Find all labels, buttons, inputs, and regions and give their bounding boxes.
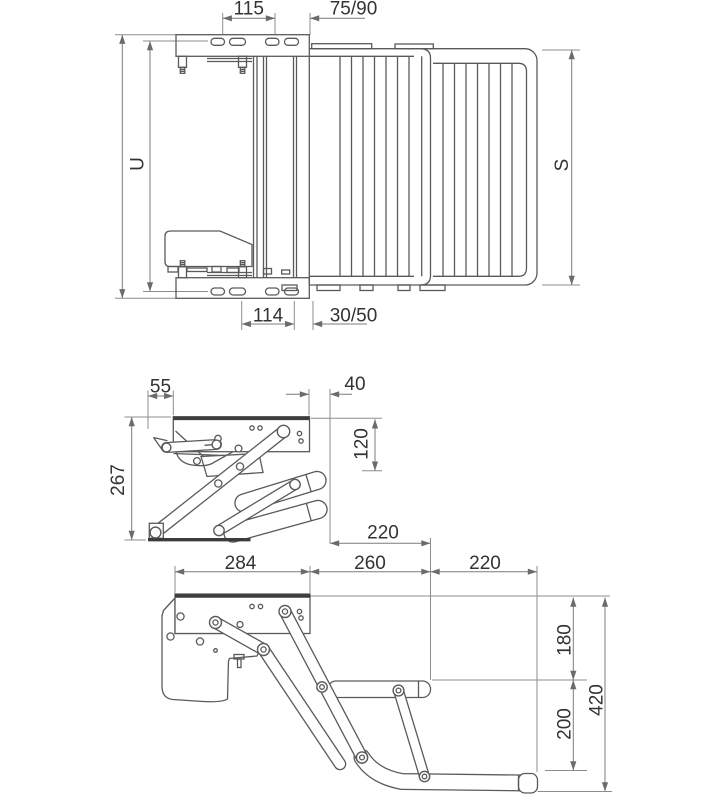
folded-view-dimension-lines	[124, 389, 431, 547]
dim-115: 115	[234, 0, 264, 20]
mounting-bracket-top	[175, 34, 310, 74]
dim-40: 40	[344, 374, 365, 395]
dim-55: 55	[150, 377, 171, 398]
top-view: 115 75/90 U S 114 30/50	[115, 0, 580, 330]
dim-284: 284	[225, 553, 257, 574]
folded-mechanism	[148, 416, 328, 543]
tread-ribs-rear	[350, 56, 410, 277]
tread-assembly-plan	[262, 43, 538, 292]
dim-180: 180	[555, 624, 576, 656]
dim-260: 260	[354, 553, 386, 574]
dim-220-upper: 220	[367, 523, 399, 544]
dim-420: 420	[587, 684, 608, 716]
extended-view-dimension-lines	[174, 538, 612, 792]
dim-200: 200	[555, 708, 576, 740]
slide-rails	[207, 56, 341, 285]
drive-profile	[161, 596, 261, 703]
extended-view: 284 260 220 180 200 420	[161, 538, 612, 794]
top-view-dimension-lines	[115, 13, 580, 330]
drive-housing	[164, 230, 253, 274]
tread-2-endcap	[517, 772, 539, 794]
dim-114: 114	[253, 306, 284, 327]
dim-267: 267	[108, 464, 129, 496]
dim-30-50: 30/50	[330, 306, 378, 327]
extended-mechanism	[161, 593, 539, 794]
dim-120: 120	[352, 428, 373, 460]
tread-1	[327, 680, 432, 699]
dim-75-90: 75/90	[330, 0, 378, 20]
folded-view: 55 40 120 267 220	[108, 374, 431, 547]
dim-220: 220	[469, 553, 501, 574]
dim-U: U	[128, 157, 149, 171]
dim-S: S	[552, 159, 573, 172]
tread-ribs-front	[442, 63, 513, 277]
